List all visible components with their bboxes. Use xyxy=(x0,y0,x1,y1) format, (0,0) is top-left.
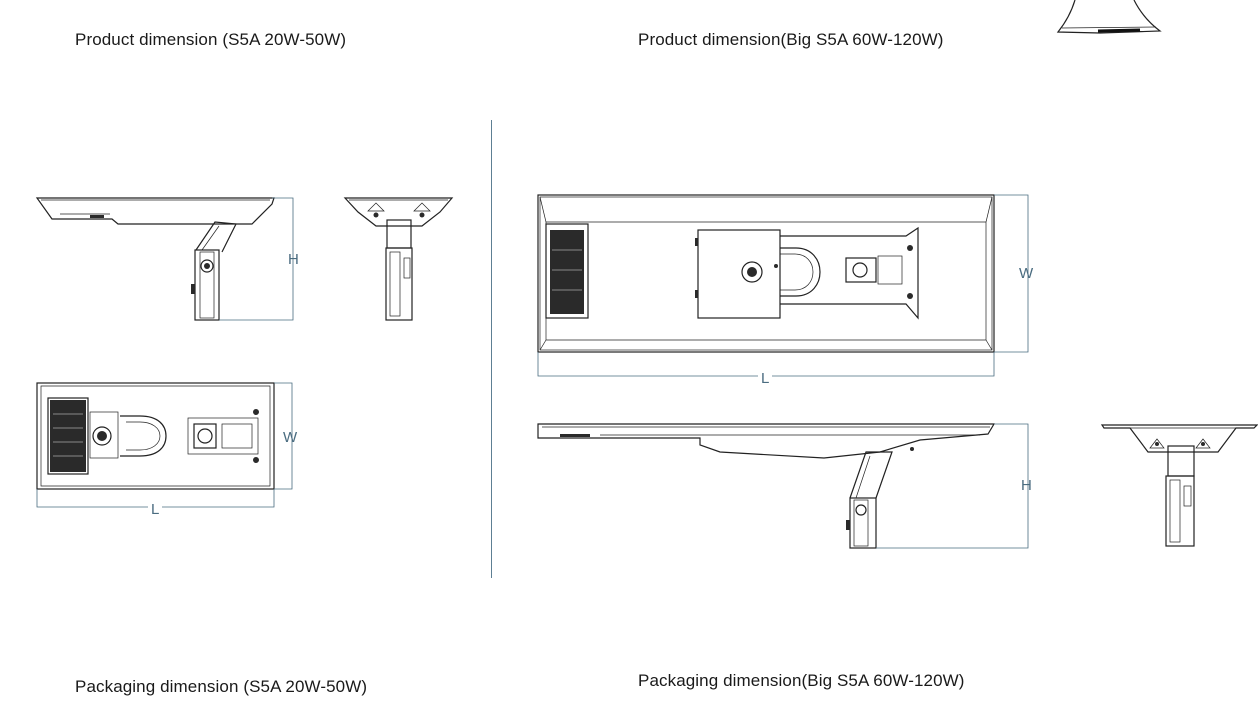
big-top-width-label: W xyxy=(1019,265,1034,282)
small-side-view xyxy=(35,197,275,321)
big-top-length-label: L xyxy=(761,370,769,387)
big-product-dimension-heading: Product dimension(Big S5A 60W-120W) xyxy=(638,30,944,49)
small-end-view xyxy=(343,197,454,321)
small-packaging-dimension-heading: Packaging dimension (S5A 20W-50W) xyxy=(75,677,368,696)
big-top-width-dim: W xyxy=(994,194,1034,353)
small-top-length-label: L xyxy=(151,501,159,518)
column-divider xyxy=(491,120,492,578)
decorative-sketch xyxy=(1056,0,1162,34)
small-top-length-dim: L xyxy=(36,489,275,518)
small-side-height-dim: H xyxy=(219,197,299,321)
big-side-height-dim: H xyxy=(876,423,1032,549)
big-top-length-dim: L xyxy=(537,352,995,387)
small-top-width-dim: W xyxy=(274,382,298,490)
small-product-dimension-heading: Product dimension (S5A 20W-50W) xyxy=(75,30,347,49)
big-side-height-label: H xyxy=(1021,477,1032,494)
big-end-view xyxy=(1100,424,1258,547)
big-top-view xyxy=(537,194,995,353)
small-top-view xyxy=(36,382,275,490)
small-side-height-label: H xyxy=(288,251,299,268)
big-side-view xyxy=(537,423,996,549)
big-packaging-dimension-heading: Packaging dimension(Big S5A 60W-120W) xyxy=(638,671,965,690)
small-top-width-label: W xyxy=(283,429,298,446)
